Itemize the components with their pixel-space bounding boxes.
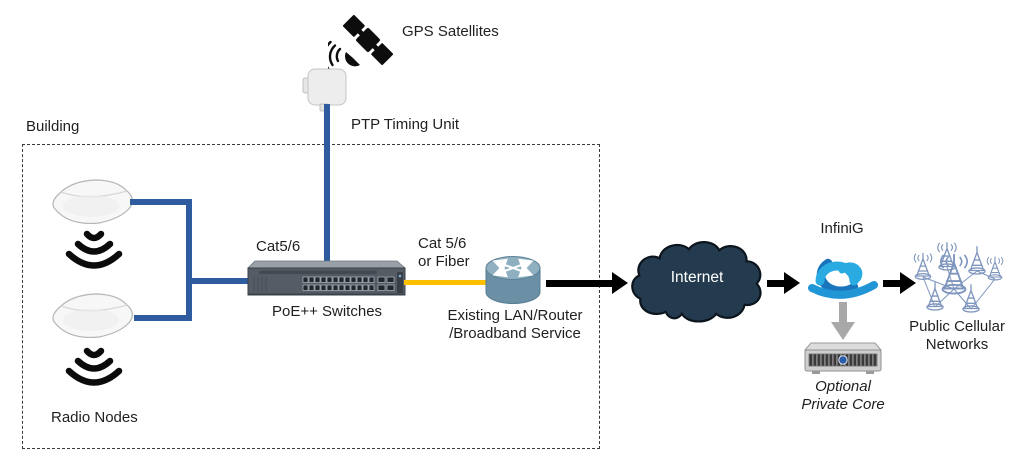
infinig-label: InfiniG (820, 220, 864, 237)
cloud-icon (631, 240, 762, 323)
poe-switches-label: PoE++ Switches (271, 303, 383, 320)
poe-switch-icon (247, 260, 407, 296)
building-boundary (22, 144, 600, 449)
infinig-cloud-logo (808, 258, 878, 299)
cable-fiber (404, 280, 486, 285)
arrow-internet-to-infinig (767, 272, 800, 294)
cable-node2 (134, 315, 192, 321)
radio-node-icon (52, 293, 133, 339)
cable-riser (186, 199, 192, 321)
arrow-head (612, 272, 628, 294)
wifi-signal-icon (65, 347, 123, 386)
gps-satellite-icon (328, 14, 394, 71)
cat56-label: Cat5/6 (256, 238, 301, 255)
wifi-signal-icon (65, 230, 123, 269)
arrow-infinig-to-cellular (883, 272, 916, 294)
radio-node-icon (52, 179, 133, 225)
ptp-timing-unit-icon (302, 68, 347, 112)
router-icon (485, 256, 541, 304)
gps-satellites-label: GPS Satellites (402, 23, 499, 40)
private-core-label: Optional Private Core (801, 378, 885, 413)
radio-nodes-label: Radio Nodes (51, 409, 138, 426)
cable-to-switch (186, 278, 252, 284)
building-label: Building (26, 118, 80, 135)
cable-ptp-to-switch (324, 104, 330, 266)
arrow-head (784, 272, 800, 294)
cable-node1 (130, 199, 192, 205)
arrow-router-to-internet (546, 272, 628, 294)
public-cellular-label: Public Cellular Networks (909, 318, 1005, 353)
arrow-shaft (883, 279, 900, 287)
ptp-timing-unit-label: PTP Timing Unit (351, 116, 460, 133)
private-core-icon (803, 342, 883, 374)
router-label: Existing LAN/Router /Broadband Service (447, 307, 583, 342)
internet-cloud: Internet (628, 232, 766, 327)
cat56-fiber-label: Cat 5/6 or Fiber (418, 235, 470, 270)
arrow-shaft (767, 279, 784, 287)
arrow-shaft (546, 279, 612, 287)
arrow-infinig-to-core (831, 302, 855, 340)
arrow-head (900, 272, 916, 294)
internet-label: Internet (670, 268, 724, 286)
cell-towers-icon (913, 242, 1004, 313)
